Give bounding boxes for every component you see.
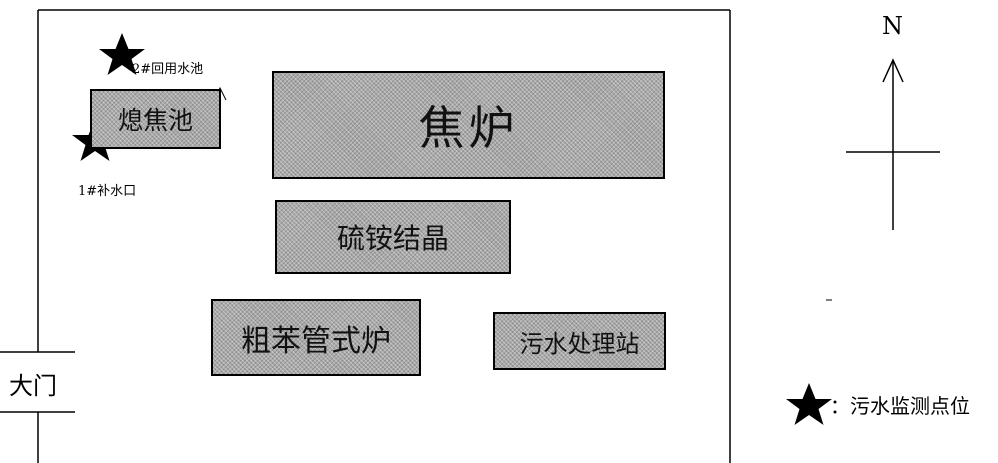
wastewater-station-label: 污水处理站 xyxy=(519,329,640,358)
gate-label: 大门 xyxy=(9,372,57,400)
monitoring-point-1-label: 1#补水口 xyxy=(78,184,137,199)
quench-pool: 熄焦池 xyxy=(90,89,221,149)
star-icon xyxy=(99,33,145,75)
wastewater-treatment-station: 污水处理站 xyxy=(493,312,666,370)
monitoring-point-2-label: 2#回用水池 xyxy=(132,62,204,77)
coke-oven: 焦炉 xyxy=(272,71,665,179)
coke-oven-label: 焦炉 xyxy=(418,101,519,155)
ammonium-sulfate-label: 硫铵结晶 xyxy=(336,222,449,255)
compass-arrowhead xyxy=(882,58,904,83)
crude-benzene-label: 粗苯管式炉 xyxy=(241,323,391,359)
crude-benzene-tube-furnace: 粗苯管式炉 xyxy=(211,299,421,376)
compass-north-label: N xyxy=(882,12,903,40)
legend-label: ：污水监测点位 xyxy=(830,394,970,418)
ammonium-sulfate-crystallization: 硫铵结晶 xyxy=(275,200,511,274)
quench-pool-label: 熄焦池 xyxy=(117,106,193,135)
star-icon xyxy=(786,383,832,425)
